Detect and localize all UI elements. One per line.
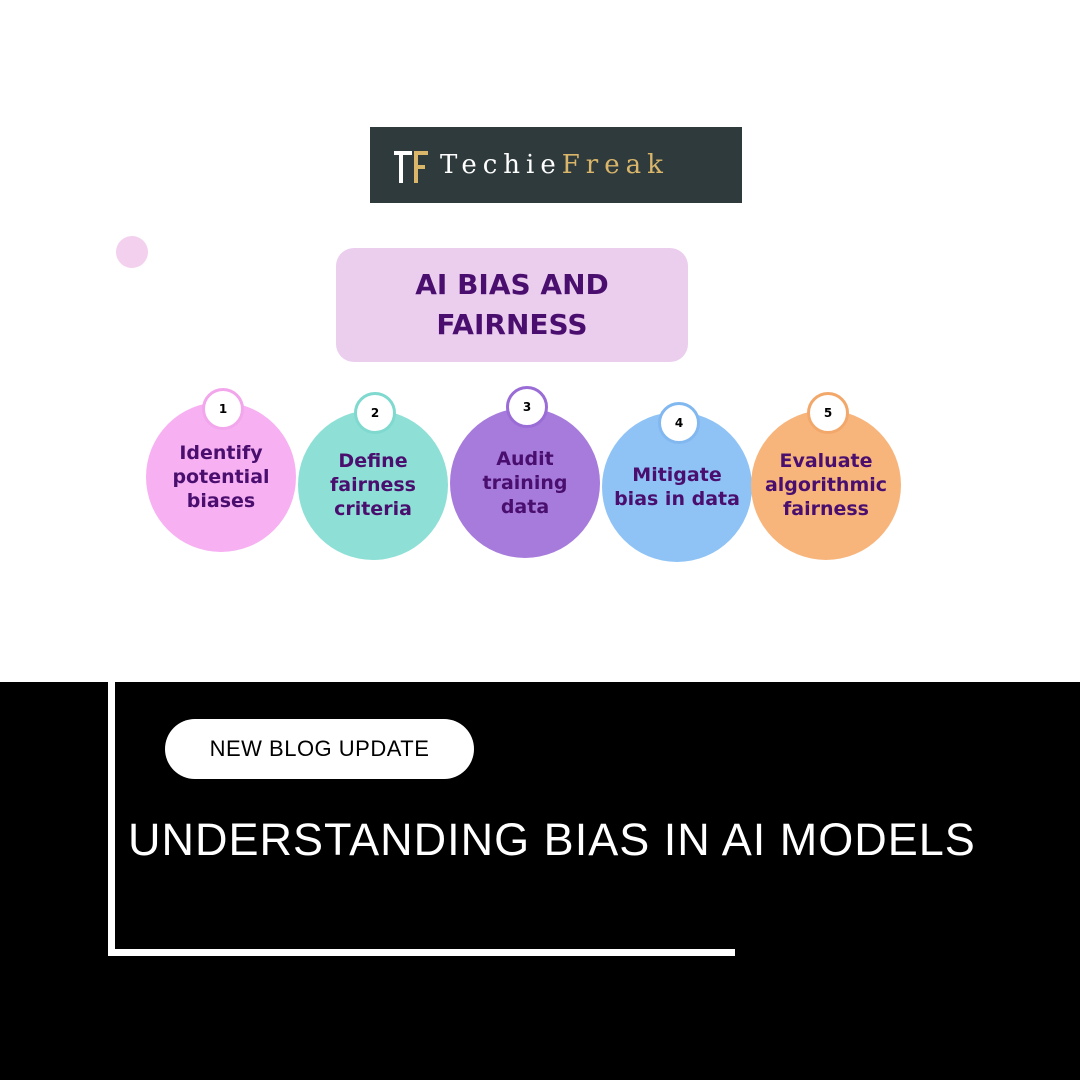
step-number-badge: 2 bbox=[354, 392, 396, 434]
step-number-badge: 4 bbox=[658, 402, 700, 444]
step-label: Audit training data bbox=[482, 448, 568, 518]
logo-mark-icon bbox=[394, 151, 428, 183]
step-circle: Define fairness criteria bbox=[298, 410, 448, 560]
decorative-dot bbox=[116, 236, 148, 268]
blog-headline: UNDERSTANDING BIAS IN AI MODELS bbox=[128, 814, 976, 865]
step-label: Mitigate bias in data bbox=[614, 464, 740, 510]
step-label: Define fairness criteria bbox=[329, 450, 416, 520]
logo-word-freak: Freak bbox=[561, 150, 669, 180]
step-label: Evaluate algorithmic fairness bbox=[764, 450, 888, 520]
infographic-area: TechieFreak AI BIAS AND FAIRNESS Identif… bbox=[116, 127, 901, 562]
blog-banner bbox=[0, 682, 1080, 1080]
logo-word-techie: Techie bbox=[440, 150, 562, 180]
new-blog-update-badge: NEW BLOG UPDATE bbox=[165, 719, 474, 779]
techiefreak-logo: TechieFreak bbox=[370, 127, 742, 203]
step-number-badge: 3 bbox=[506, 386, 548, 428]
step-number-badge: 1 bbox=[202, 388, 244, 430]
title-box: AI BIAS AND FAIRNESS bbox=[336, 248, 688, 362]
step-circle: Evaluate algorithmic fairness bbox=[751, 410, 901, 560]
step-circle: Audit training data bbox=[450, 408, 600, 558]
frame-line-vertical bbox=[108, 682, 115, 956]
step-number-badge: 5 bbox=[807, 392, 849, 434]
step-label: Identify potential biases bbox=[172, 442, 270, 512]
frame-line-horizontal bbox=[108, 949, 735, 956]
logo-wordmark: TechieFreak bbox=[440, 147, 669, 183]
infographic-title: AI BIAS AND FAIRNESS bbox=[415, 268, 609, 341]
